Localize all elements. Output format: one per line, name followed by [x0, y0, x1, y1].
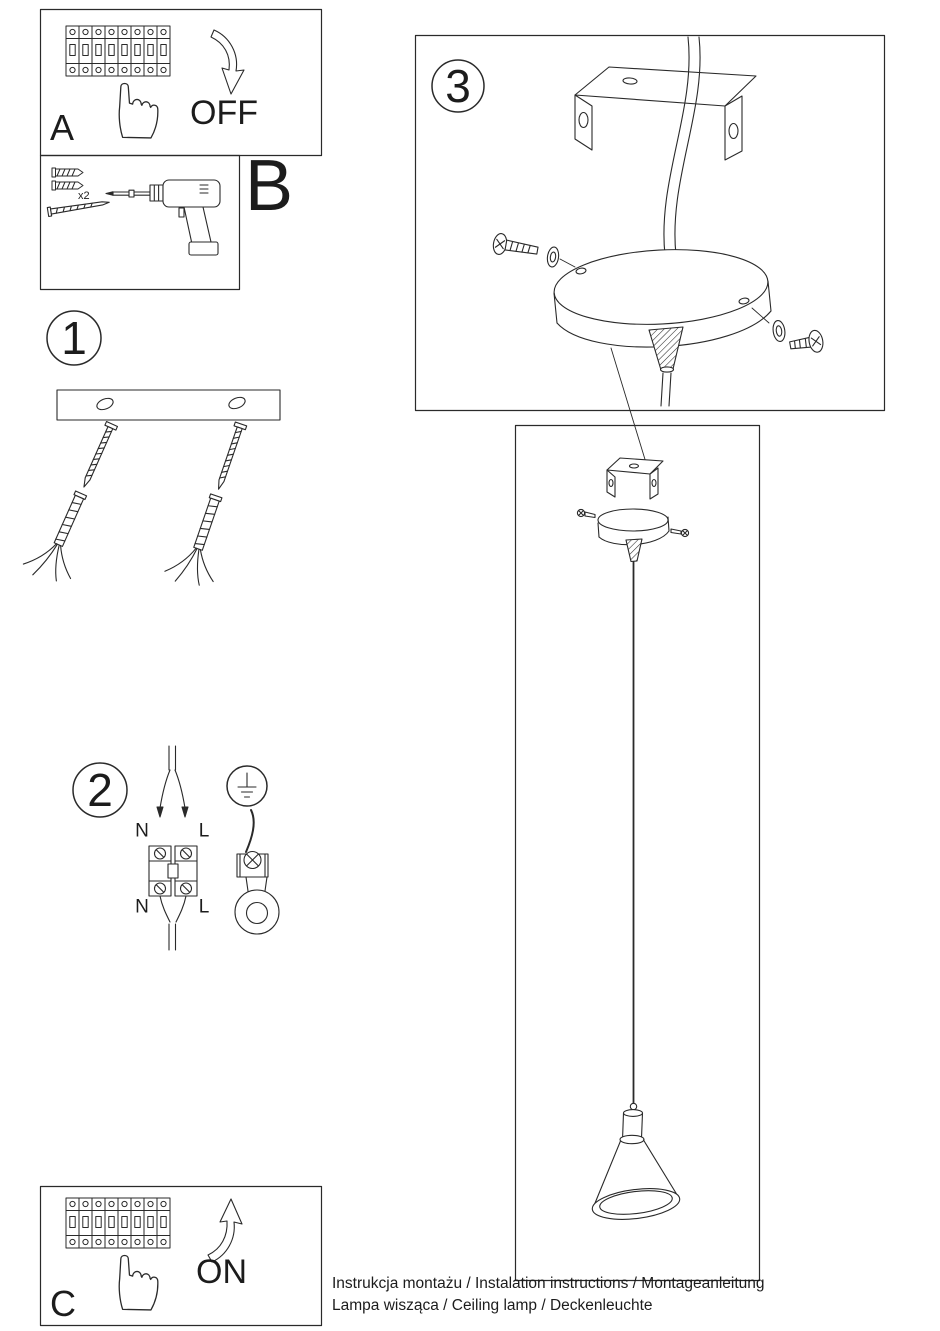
breaker-panel-icon: [66, 26, 170, 76]
breaker-panel-icon: [66, 1198, 170, 1248]
step-3-circle: [431, 59, 485, 113]
drill-icon: [105, 179, 221, 256]
step3-frame: [414, 34, 886, 412]
power-on-label: ON: [196, 1253, 247, 1291]
pointing-hand-icon: [118, 82, 159, 139]
callout-leader-line: [610, 347, 648, 467]
canopy-hole-left: [575, 267, 587, 275]
pendant-frame: [514, 424, 761, 1282]
step-2-circle: [72, 762, 128, 818]
box-a-label: A: [50, 107, 75, 148]
pendant-canopy-icon: [576, 508, 690, 563]
power-off-label: OFF: [190, 94, 258, 132]
on-arrow-icon: [207, 1198, 243, 1263]
terminal-block-icon: [148, 845, 198, 897]
box-c-frame: [39, 1185, 323, 1327]
screw-icon: [46, 201, 110, 217]
washer-left-icon: [546, 246, 560, 268]
ground-symbol-icon: [226, 765, 268, 807]
box-b-frame: [39, 154, 241, 291]
wire-n-bottom-label: N: [135, 896, 149, 918]
wire-l-top-label: L: [198, 820, 210, 842]
pendant-screw-right-icon: [670, 528, 690, 538]
mounting-screw-left-icon: [492, 233, 576, 268]
anchor-count-label: x2: [78, 190, 90, 202]
step-3-number: 3: [445, 60, 471, 112]
washer-right-icon: [772, 320, 786, 342]
power-cable: [663, 36, 701, 256]
breaker-on-illustration: [66, 1198, 243, 1311]
canopy-hole-right: [738, 297, 750, 305]
box-b-label: B: [245, 146, 294, 226]
wire-n-top-label: N: [135, 820, 149, 842]
ground-terminal-icon: [234, 809, 280, 935]
cord-grip-icon: [648, 326, 684, 407]
box-c-label: C: [50, 1283, 76, 1324]
breaker-off-illustration: [66, 26, 245, 139]
pendant-bracket-icon: [606, 457, 664, 500]
pointing-hand-icon: [118, 1254, 159, 1311]
off-arrow-icon: [210, 29, 245, 95]
step-2-number: 2: [87, 764, 113, 816]
canopy-icon: [553, 249, 772, 348]
step-1-number: 1: [61, 312, 87, 364]
wiring-diagram: [148, 745, 198, 951]
plate-hole-left: [96, 397, 114, 411]
lamp-shade-icon: [591, 1102, 681, 1220]
pendant-cord-grip-icon: [625, 538, 643, 563]
wire-l-bottom-label: L: [198, 896, 210, 918]
pendant-screw-left-icon: [576, 508, 596, 519]
wall-plug-icon: [51, 167, 84, 178]
footer-line-2: Lampa wisząca / Ceiling lamp / Deckenleu…: [332, 1297, 653, 1314]
mounting-plate-diagram: [20, 389, 281, 594]
ceiling-bracket-icon: [574, 66, 757, 161]
plate-hole-right: [228, 396, 246, 410]
wall-anchor-right-icon: [162, 415, 266, 594]
step-1-circle: [46, 310, 102, 366]
footer-line-1: Instrukcja montażu / Instalation instruc…: [332, 1275, 765, 1292]
wall-anchor-left-icon: [20, 413, 136, 591]
wall-plug-icon: [51, 180, 84, 191]
mounting-screw-right-icon: [751, 307, 824, 353]
wall-plug-kit: [46, 167, 110, 217]
